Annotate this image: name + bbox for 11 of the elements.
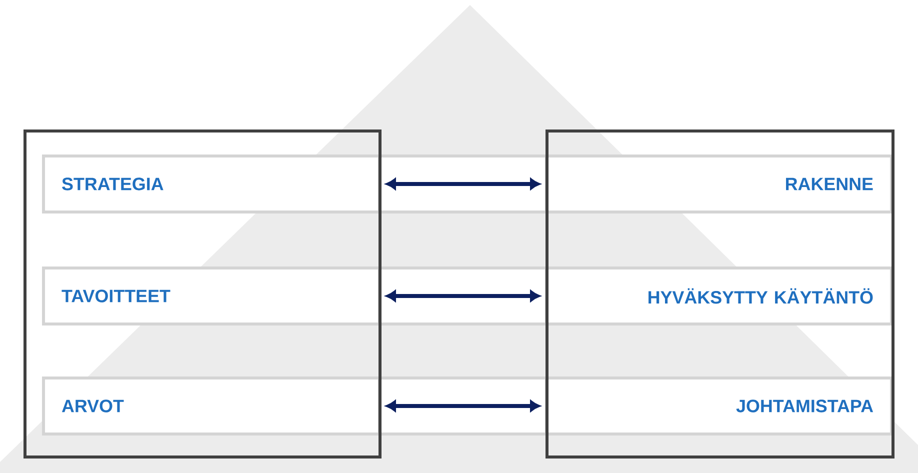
band: JOHTAMISTAPA (545, 376, 893, 436)
double-arrow (386, 290, 540, 302)
frame (24, 130, 382, 458)
band: RAKENNE (545, 154, 893, 214)
band: TAVOITTEET (42, 266, 381, 326)
band: HYVÄKSYTTY KÄYTÄNTÖ (545, 266, 893, 326)
double-arrow (386, 400, 540, 412)
frame (546, 130, 894, 458)
double-arrow (386, 178, 540, 190)
band: STRATEGIA (42, 154, 381, 214)
band: ARVOT (42, 376, 381, 436)
